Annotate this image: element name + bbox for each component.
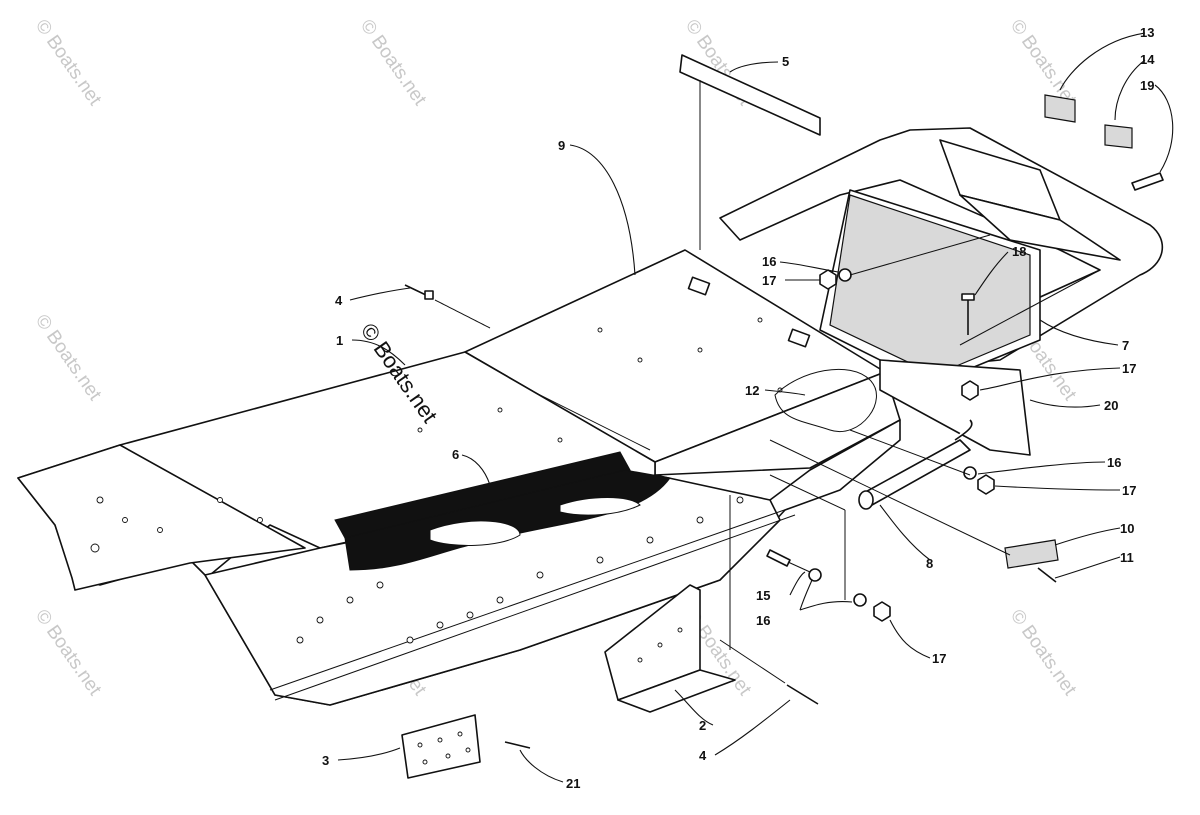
callout-7: 7 [1122,338,1129,353]
callout-19: 19 [1140,78,1154,93]
rivet-holes [90,317,783,644]
callout-13: 13 [1140,25,1154,40]
part-16-washers [808,268,977,607]
part-13-reflector [1044,94,1076,123]
part-20-flap [879,359,1031,456]
part-11-rivet [1037,567,1057,583]
callout-14: 14 [1140,52,1155,67]
part-6-decal [334,451,671,571]
part-14-reflector [1104,124,1133,149]
part-18-bolt [961,293,975,335]
part-3-plate [401,714,481,779]
callout-2: 2 [699,718,706,733]
callout-5: 5 [782,54,789,69]
callout-16-a: 16 [762,254,776,269]
callout-1: 1 [336,333,343,348]
part-17-nuts [819,269,995,622]
callout-11: 11 [1120,550,1134,565]
callout-4-bottom: 4 [699,748,707,763]
callout-10: 10 [1120,521,1134,536]
watermark: © Boats.net [1006,16,1081,110]
part-4-rivet-top [404,284,491,329]
part-4-rivet-bottom [719,639,819,705]
assembly-lines [729,234,1011,650]
watermark: © Boats.net [31,16,106,110]
callout-12: 12 [745,383,759,398]
callout-21: 21 [566,776,580,791]
watermark: © Boats.net [1006,606,1081,700]
part-2-bracket [604,584,736,713]
part-5-strip [679,54,821,250]
callout-17-b: 17 [1122,361,1136,376]
callout-16-b: 16 [1107,455,1121,470]
part-12-cable [774,368,877,433]
callout-labels: 1 2 3 4 4 5 6 7 8 9 10 11 12 13 14 19 15… [322,25,1155,791]
part-21-rivet [504,741,531,749]
callout-18: 18 [1012,244,1026,259]
callout-9: 9 [558,138,565,153]
callout-17-d: 17 [932,651,946,666]
callout-16-c: 16 [756,613,770,628]
callout-4-top: 4 [335,293,343,308]
leader-lines [337,32,1174,783]
callout-17-c: 17 [1122,483,1136,498]
callout-20: 20 [1104,398,1118,413]
part-15-bolt [766,549,811,573]
callout-6: 6 [452,447,459,462]
part-9-tunnel-rear [464,249,901,476]
part-10-reflector [1004,539,1059,569]
watermark: © Boats.net [31,606,106,700]
callout-3: 3 [322,753,329,768]
watermark: © Boats.net [356,16,431,110]
callout-15: 15 [756,588,770,603]
callout-8: 8 [926,556,933,571]
callout-17-a: 17 [762,273,776,288]
part-19-screw [1131,172,1164,191]
part-7-rear-bumper [719,127,1164,386]
watermark: © Boats.net [31,311,106,405]
